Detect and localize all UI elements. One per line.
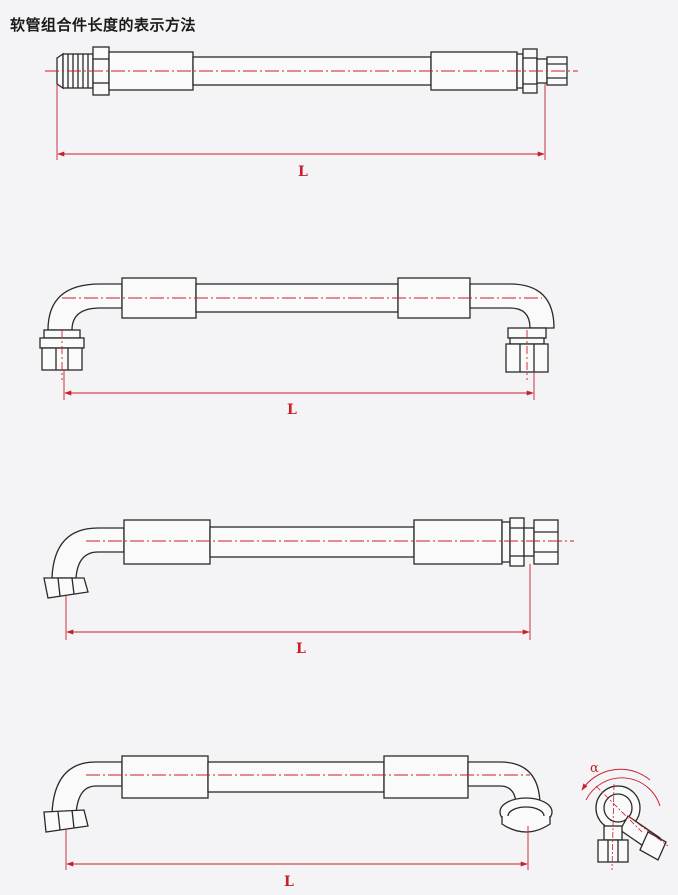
dimension-label: L [298,164,308,180]
centerline [627,815,669,847]
dimension-label: L [284,874,294,890]
angle-label: α [590,761,599,776]
down-nut [597,839,629,863]
elbow-90 [469,283,555,329]
angled-nut [639,831,667,861]
rotated-nut-fitting [499,797,553,833]
elbow-90 [51,527,125,579]
dimension-label: L [287,402,297,418]
hose-ferrule [121,755,209,799]
assembly-3 [43,517,559,599]
centerline [595,785,643,833]
elbow-90 [47,283,123,331]
assembly-2 [39,277,555,373]
hose-ferrule [383,755,469,799]
centerline [611,783,615,871]
hose-body [209,526,415,558]
page-title: 软管组合件长度的表示方法 [10,16,197,34]
dimension-label: L [296,641,306,657]
assembly-4 [43,755,553,833]
hose-ferrule [413,519,503,565]
swivel-nut-fitting [501,517,559,567]
angle-arc [581,768,651,791]
hose-body [207,761,385,793]
elbow-90 [51,761,123,815]
hose-ferrule [123,519,211,565]
angle-arc [585,777,661,807]
angle-detail-view: α [581,761,669,871]
elbow-nut-fitting [43,809,89,833]
elbow-nut-fitting [43,577,89,599]
